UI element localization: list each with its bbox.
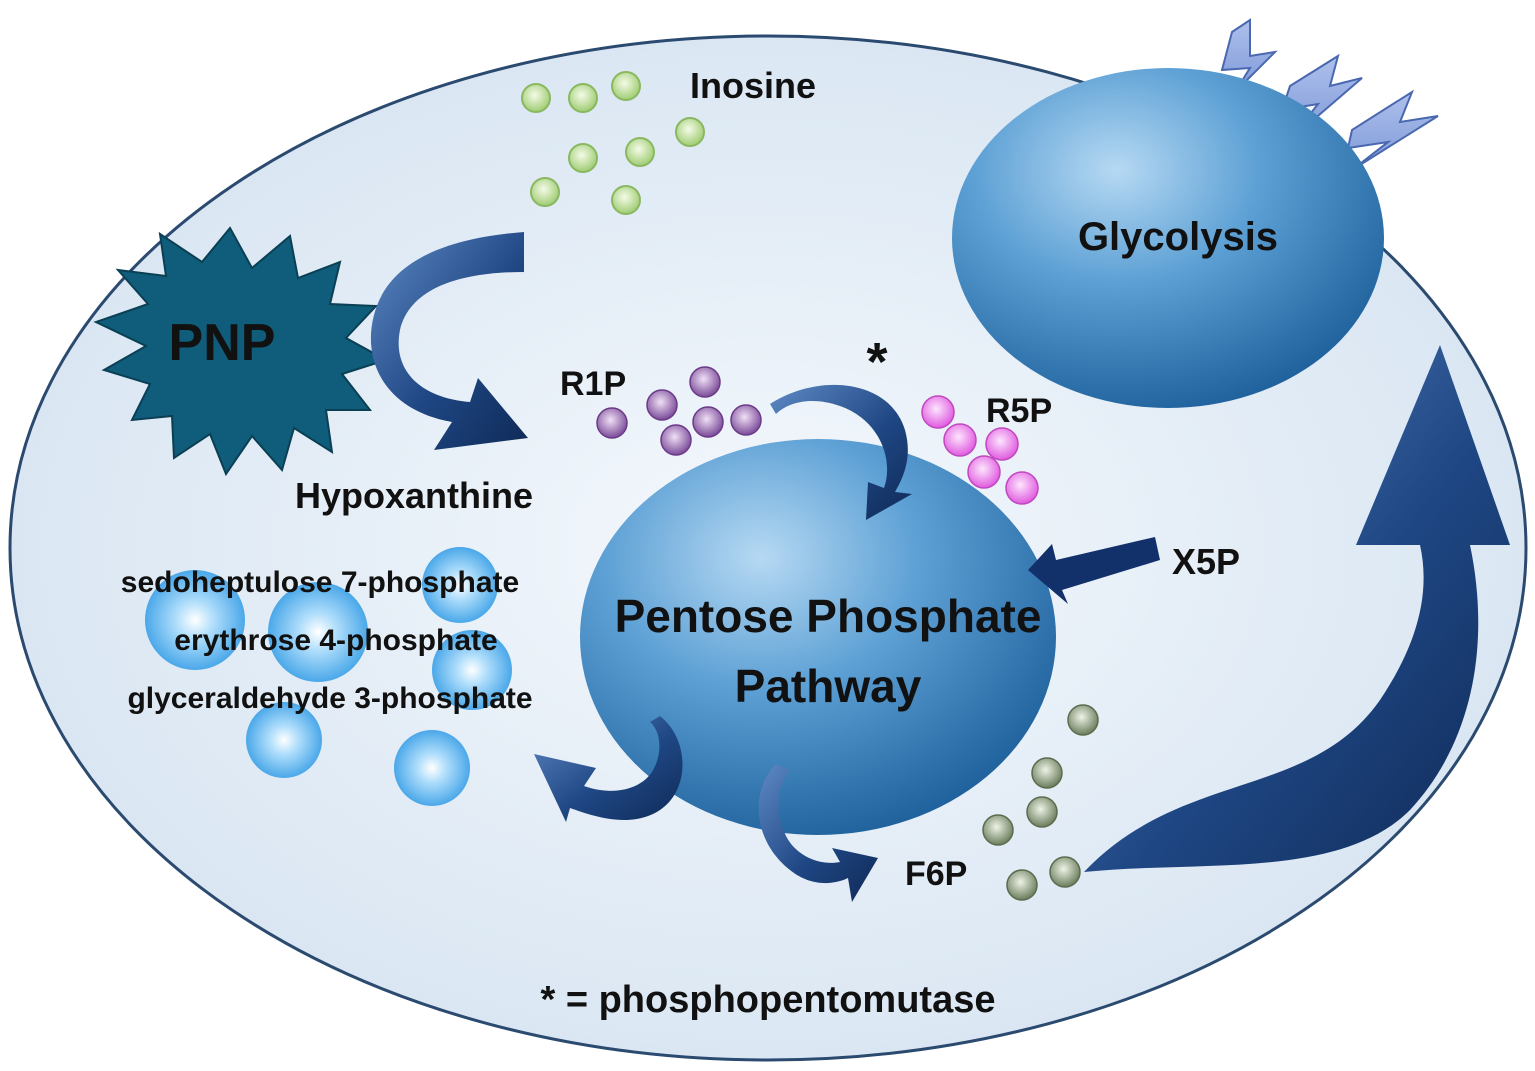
curved-arrow-icon <box>758 764 878 902</box>
sphere-icon <box>1067 704 1099 736</box>
sphere-icon <box>268 582 368 682</box>
metabolite-spheres <box>145 547 512 806</box>
lightning-bolt-icon <box>1220 18 1278 93</box>
curved-arrow-icon <box>534 716 683 822</box>
sphere-icon <box>1031 757 1063 789</box>
r1p-molecules <box>596 366 762 456</box>
inosine-label: Inosine <box>690 65 816 106</box>
ppp-label-line2: Pathway <box>735 660 922 712</box>
sphere-icon <box>730 404 762 436</box>
sedoheptulose-label: sedoheptulose 7-phosphate <box>121 566 519 599</box>
sphere-icon <box>521 83 551 113</box>
sphere-icon <box>246 702 322 778</box>
sphere-icon <box>646 389 678 421</box>
curved-arrow-icon <box>770 384 912 520</box>
hypoxanthine-label: Hypoxanthine <box>295 475 533 516</box>
sphere-icon <box>625 137 655 167</box>
r5p-molecules <box>921 395 1039 505</box>
footnote-label: * = phosphopentomutase <box>541 979 996 1021</box>
r1p-label: R1P <box>560 365 626 403</box>
sphere-icon <box>1006 869 1038 901</box>
sphere-icon <box>1026 796 1058 828</box>
sphere-icon <box>422 547 498 623</box>
glyceraldehyde-label: glyceraldehyde 3-phosphate <box>127 682 532 715</box>
curved-arrow-icon <box>370 232 528 450</box>
lightning-bolt-icon <box>1346 89 1439 171</box>
starburst-icon <box>93 226 389 477</box>
sphere-icon <box>692 406 724 438</box>
asterisk-label: * <box>866 332 887 392</box>
r5p-label: R5P <box>986 392 1052 430</box>
sphere-icon <box>660 424 692 456</box>
sphere-icon <box>568 83 598 113</box>
sphere-icon <box>611 185 641 215</box>
inosine-molecules <box>521 71 705 215</box>
x5p-label: X5P <box>1172 541 1240 582</box>
f6p-molecules <box>982 704 1099 901</box>
sphere-icon <box>145 570 245 670</box>
glycolysis-label: Glycolysis <box>1078 215 1278 259</box>
pnp-label: PNP <box>169 314 276 372</box>
sphere-icon <box>394 730 470 806</box>
sphere-icon <box>943 423 977 457</box>
ppp-sphere <box>580 439 1056 835</box>
sphere-icon <box>967 455 1001 489</box>
sphere-icon <box>689 366 721 398</box>
ppp-label-line1: Pentose Phosphate <box>615 590 1042 642</box>
sphere-icon <box>596 407 628 439</box>
sphere-icon <box>675 117 705 147</box>
sphere-icon <box>1005 471 1039 505</box>
f6p-label: F6P <box>905 855 967 893</box>
curved-arrow-icon <box>1028 537 1160 604</box>
erythrose-label: erythrose 4-phosphate <box>174 624 497 657</box>
sphere-icon <box>568 143 598 173</box>
sphere-icon <box>1049 856 1081 888</box>
sphere-icon <box>530 177 560 207</box>
sphere-icon <box>982 814 1014 846</box>
sphere-icon <box>432 630 512 710</box>
sphere-icon <box>921 395 955 429</box>
sphere-icon <box>985 427 1019 461</box>
sphere-icon <box>611 71 641 101</box>
glycolysis-sphere <box>952 68 1384 408</box>
curved-arrow-icon <box>1084 345 1510 872</box>
